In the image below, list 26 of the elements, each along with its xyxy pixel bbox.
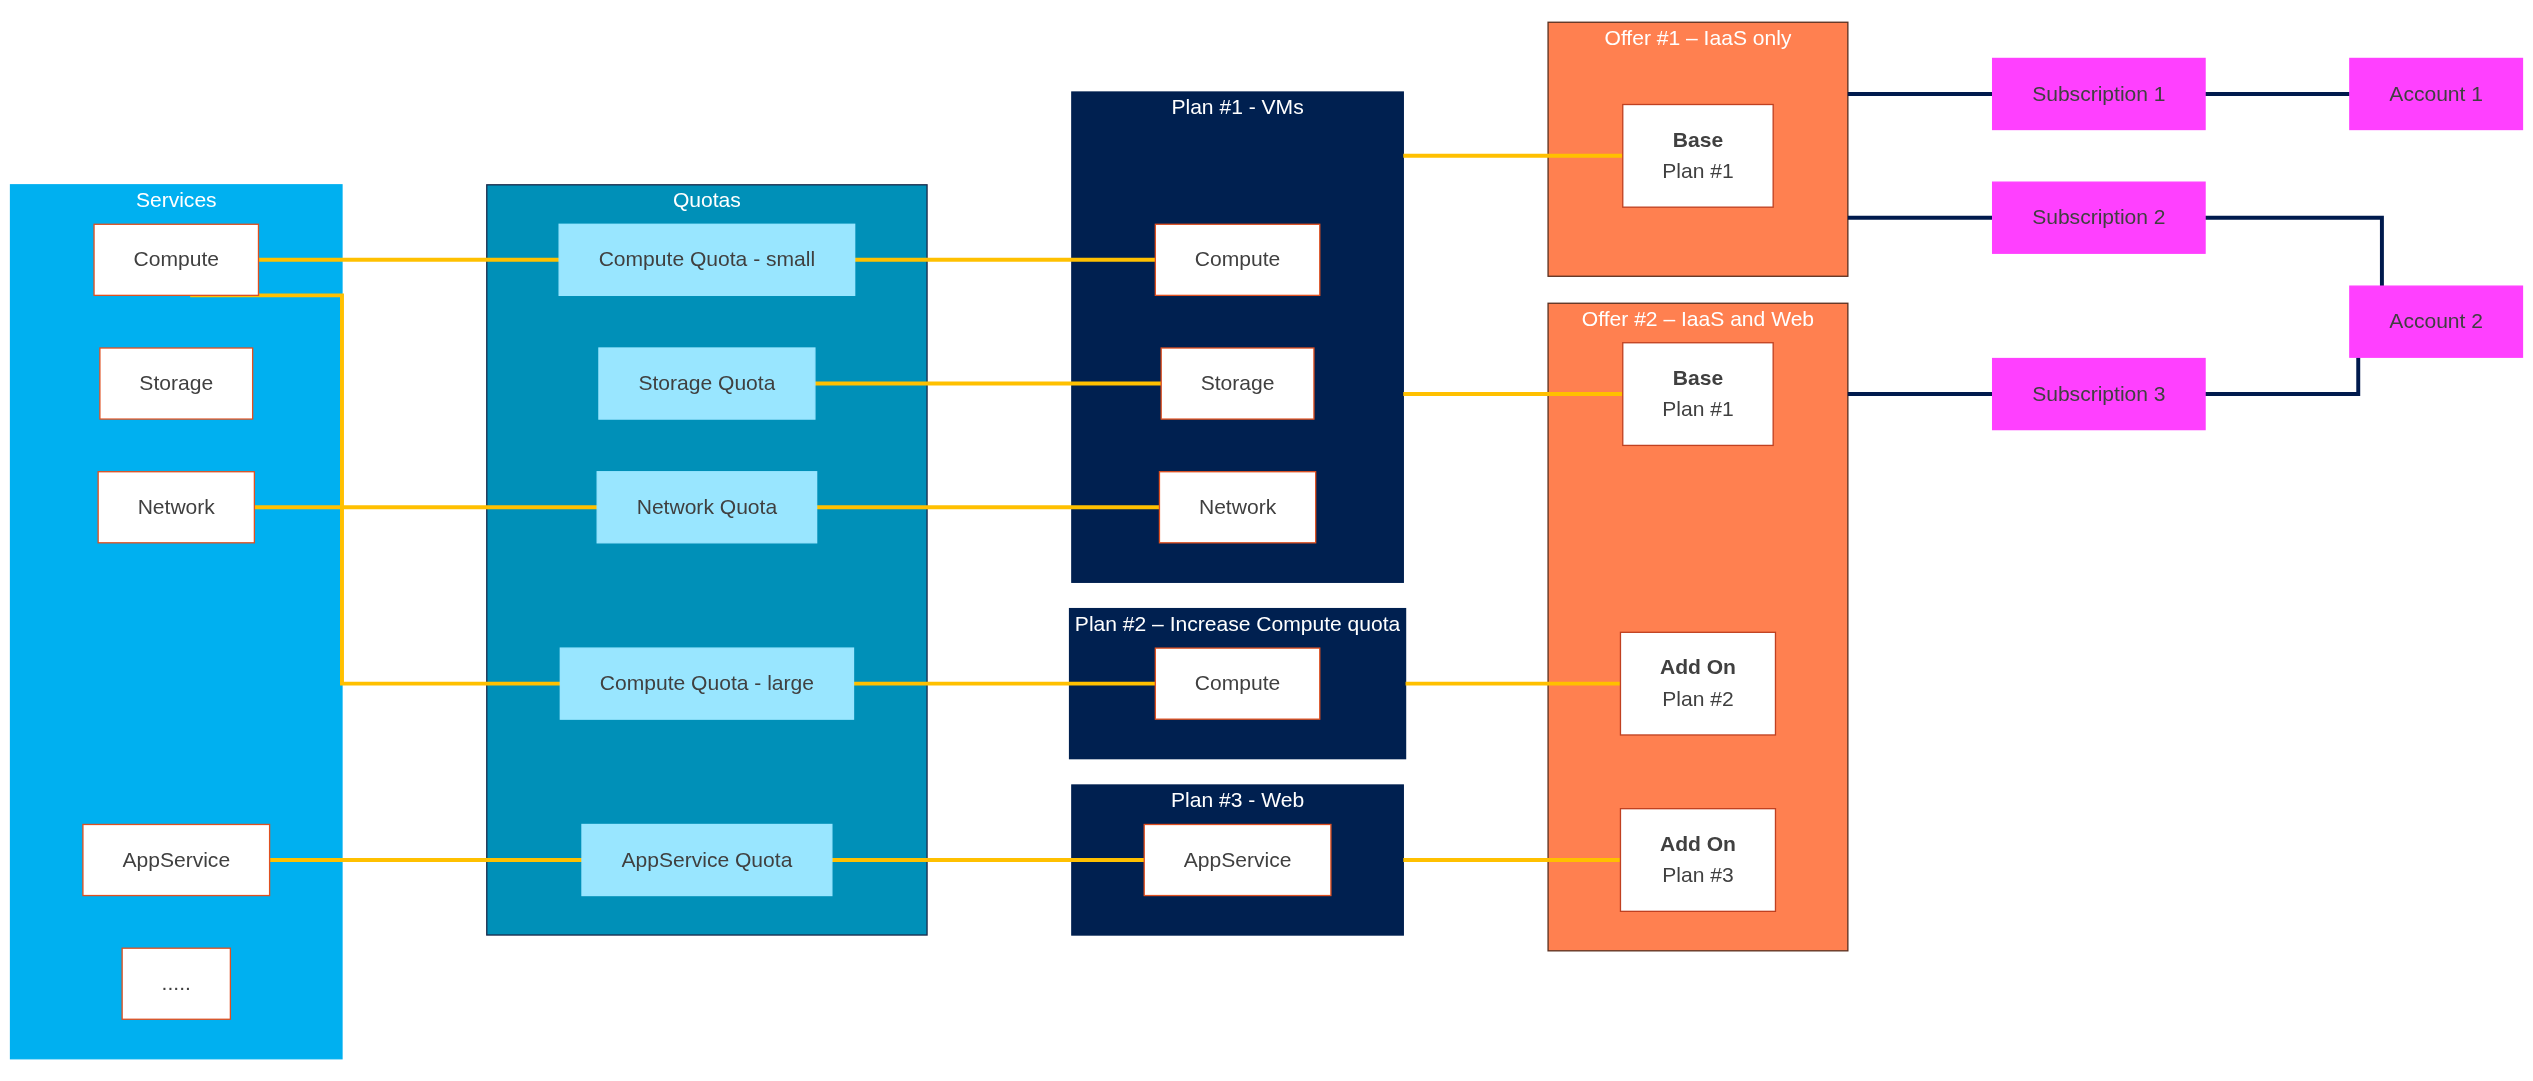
connector (2205, 357, 2361, 397)
node-box: Add On Plan #2 (1619, 631, 1777, 736)
node-box: Network (1158, 471, 1317, 544)
node-box: AppService (82, 823, 271, 897)
node-box: Network Quota (596, 471, 818, 544)
node-box: Storage (1160, 347, 1315, 420)
node-box: ..... (121, 947, 232, 1020)
node-box: Add On Plan #3 (1619, 808, 1777, 912)
node-box: Compute Quota - small (558, 223, 856, 297)
node-box: Account 2 (2349, 285, 2524, 358)
node-box: Subscription 3 (1992, 357, 2206, 431)
node-box: Base Plan #1 (1622, 342, 1774, 447)
node-box: Network (97, 471, 256, 544)
node-box: Subscription 1 (1992, 57, 2206, 131)
node-box: Compute (93, 223, 260, 297)
node-box: Compute (1154, 223, 1321, 297)
node-box: Compute Quota - large (559, 647, 855, 720)
node-box: Subscription 2 (1992, 181, 2206, 254)
node-box: AppService Quota (581, 823, 833, 897)
connector (2205, 215, 2384, 287)
node-box: AppService (1143, 823, 1332, 897)
node-box: Compute (1154, 647, 1321, 720)
node-box: Account 1 (2349, 57, 2524, 131)
node-box: Base Plan #1 (1622, 103, 1774, 208)
node-box: Storage Quota (598, 347, 816, 420)
node-box: Storage (99, 347, 254, 420)
